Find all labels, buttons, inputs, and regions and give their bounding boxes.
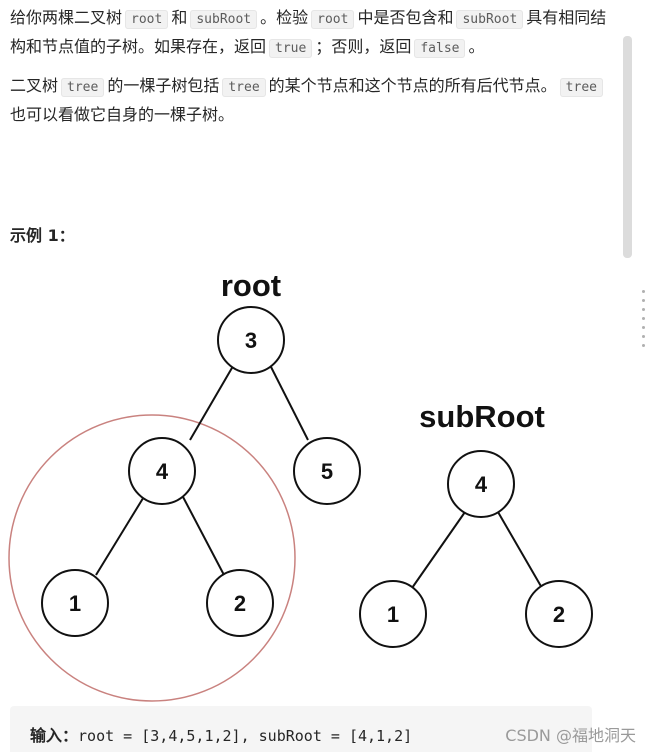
inline-code: tree xyxy=(61,78,105,97)
node-value: 1 xyxy=(387,602,399,627)
edge xyxy=(189,360,237,441)
inline-code: subRoot xyxy=(190,10,258,29)
text: ；否则，返回 xyxy=(315,37,412,56)
text: 给你两棵二叉树 xyxy=(10,8,123,27)
node-value: 1 xyxy=(69,591,81,616)
text: 的一棵子树包括 xyxy=(107,76,220,95)
edge xyxy=(95,494,146,576)
drag-handle-icon[interactable] xyxy=(642,290,645,347)
text: 。检验 xyxy=(260,8,309,27)
input-label: 输入： xyxy=(30,726,79,745)
text: 具有相同结构和节点值的子树。如果存在，返回 xyxy=(10,8,607,56)
tree-node: 4 xyxy=(447,450,515,518)
example-io-block: 输入：root = [3,4,5,1,2], subRoot = [4,1,2] xyxy=(10,706,592,752)
text: 和 xyxy=(171,8,188,27)
inline-code: tree xyxy=(222,78,266,97)
inline-code: false xyxy=(414,39,466,58)
inline-code: subRoot xyxy=(456,10,524,29)
inline-code: root xyxy=(311,10,355,29)
input-value: root = [3,4,5,1,2], subRoot = [4,1,2] xyxy=(78,727,413,745)
example-title: 示例 1： xyxy=(10,226,75,245)
vertical-scrollbar[interactable] xyxy=(623,36,632,258)
edge xyxy=(267,360,309,441)
tree-node: 3 xyxy=(217,306,285,374)
edge xyxy=(411,511,466,589)
node-value: 5 xyxy=(321,459,333,484)
text: 二叉树 xyxy=(10,76,59,95)
tree-node: 2 xyxy=(206,569,274,637)
inline-code: root xyxy=(125,10,169,29)
tree-node: 1 xyxy=(41,569,109,637)
example-tree-diagram: root subRoot 3 4 5 1 2 4 1 2 xyxy=(8,268,593,702)
text: 。 xyxy=(468,37,485,56)
node-value: 4 xyxy=(156,459,169,484)
root-tree-edges xyxy=(95,360,309,576)
subtree-highlight-circle xyxy=(8,414,296,702)
root-label: root xyxy=(221,268,281,303)
node-value: 2 xyxy=(234,591,246,616)
subroot-tree-edges xyxy=(411,511,543,589)
node-value: 2 xyxy=(553,602,565,627)
tree-node: 2 xyxy=(525,580,593,648)
tree-node: 1 xyxy=(359,580,427,648)
tree-node: 4 xyxy=(128,437,196,505)
node-value: 3 xyxy=(245,328,257,353)
edge xyxy=(181,494,225,576)
node-value: 4 xyxy=(475,472,488,497)
tree-node: 5 xyxy=(293,437,361,505)
example-input-line: 输入：root = [3,4,5,1,2], subRoot = [4,1,2] xyxy=(30,722,412,746)
text: 的某个节点和这个节点的所有后代节点。 xyxy=(268,76,557,95)
text: 中是否包含和 xyxy=(357,8,454,27)
text: 也可以看做它自身的一棵子树。 xyxy=(10,105,235,124)
watermark: CSDN @福地洞天 xyxy=(505,726,636,745)
subroot-label: subRoot xyxy=(419,399,545,434)
edge xyxy=(497,511,543,589)
inline-code: true xyxy=(269,39,313,58)
inline-code: tree xyxy=(559,78,603,97)
